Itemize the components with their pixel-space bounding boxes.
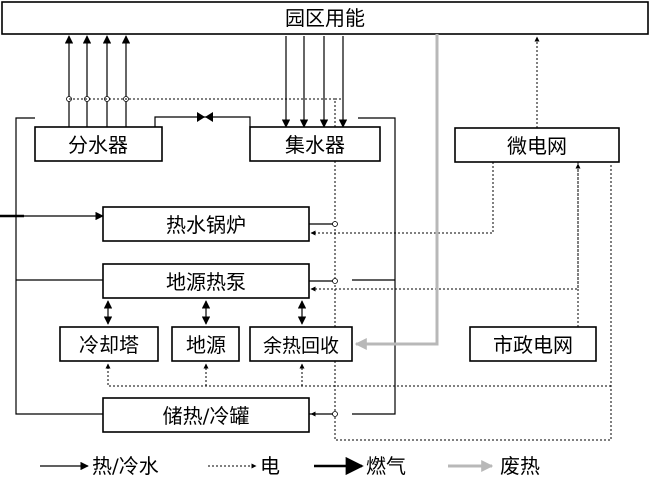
legend-hot-cold-water: 热/冷水 xyxy=(92,454,159,478)
park-energy-bar: 园区用能 xyxy=(1,1,649,35)
water-distributor-label: 分水器 xyxy=(68,133,128,157)
water-distributor-box: 分水器 xyxy=(34,126,163,162)
pump-electric-dotted xyxy=(69,98,612,441)
boiler-electric-dotted xyxy=(310,162,494,236)
outer-loop-lines xyxy=(15,117,396,415)
legend-gas: 燃气 xyxy=(366,454,406,478)
park-energy-label: 园区用能 xyxy=(285,6,365,30)
legend-electricity: 电 xyxy=(260,454,280,478)
water-collector-label: 集水器 xyxy=(285,133,345,157)
water-collector-box: 集水器 xyxy=(249,126,381,162)
ground-heat-pump-label: 地源热泵 xyxy=(166,270,246,294)
microgrid-box: 微电网 xyxy=(454,127,620,163)
ground-source-box: 地源 xyxy=(171,326,240,362)
cooling-tower-label: 冷却塔 xyxy=(79,333,139,357)
municipal-grid-box: 市政电网 xyxy=(469,326,597,362)
municipal-grid-label: 市政电网 xyxy=(493,333,573,357)
return-water-arrows xyxy=(281,36,348,128)
hot-water-boiler-box: 热水锅炉 xyxy=(102,206,310,242)
heatpump-source-arrows xyxy=(103,300,307,325)
ground-source-label: 地源 xyxy=(186,333,226,357)
supply-water-arrows xyxy=(64,35,131,127)
waste-heat-recovery-label: 余热回收 xyxy=(263,335,339,357)
sources-electric-dotted xyxy=(105,363,611,387)
legend-waste-heat: 废热 xyxy=(500,454,540,478)
heat-cold-storage-label: 储热/冷罐 xyxy=(163,404,250,428)
cooling-tower-box: 冷却塔 xyxy=(59,326,159,362)
ground-heat-pump-box: 地源热泵 xyxy=(102,263,310,299)
waste-heat-recovery-box: 余热回收 xyxy=(249,326,353,362)
waste-heat-line xyxy=(354,34,439,350)
legend: 热/冷水 电 燃气 废热 xyxy=(40,454,540,478)
bypass-valve xyxy=(154,112,251,127)
microgrid-label: 微电网 xyxy=(507,134,567,158)
hot-water-boiler-label: 热水锅炉 xyxy=(166,213,246,237)
heat-cold-storage-box: 储热/冷罐 xyxy=(102,397,310,433)
heatpump-electric-dotted xyxy=(310,162,579,292)
